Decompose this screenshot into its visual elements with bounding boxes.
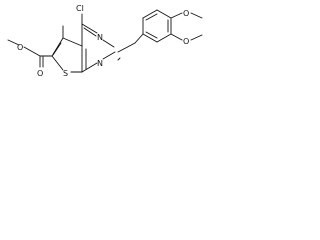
bond [117,57,121,61]
bond [156,33,172,43]
bond [102,39,115,48]
bond [170,33,183,41]
nitrogen-atom-label-bottom: N [97,59,103,68]
bond [81,62,98,73]
carbonyl-oxygen-atom-label: O [37,69,43,78]
methoxy-oxygen-atom-label-top: O [183,9,189,18]
bond [83,27,97,37]
chlorine-atom-label: Cl [76,4,84,13]
bond [7,39,20,46]
bond [102,51,116,60]
chemical-structure-diagram: Cl N N S O O O O [7,4,203,78]
bond [52,42,62,56]
nitrogen-atom-label-top: N [97,33,103,42]
ester-oxygen-atom-label: O [17,43,23,52]
bond-lines [7,9,203,73]
atom-labels: Cl N N S O O O O [17,4,189,78]
bond [170,12,183,19]
bond [51,55,64,71]
bond [145,13,158,21]
sulfur-atom-label: S [63,69,68,78]
bond [62,37,83,47]
bond [81,23,98,34]
bond [145,31,158,39]
bond [142,9,158,19]
bond [156,9,172,19]
bond [190,12,203,19]
bond [23,46,41,57]
bond [117,42,136,53]
bond [134,33,144,44]
bond [190,34,203,41]
methoxy-oxygen-atom-label-bottom: O [183,37,189,46]
bond [142,33,158,43]
